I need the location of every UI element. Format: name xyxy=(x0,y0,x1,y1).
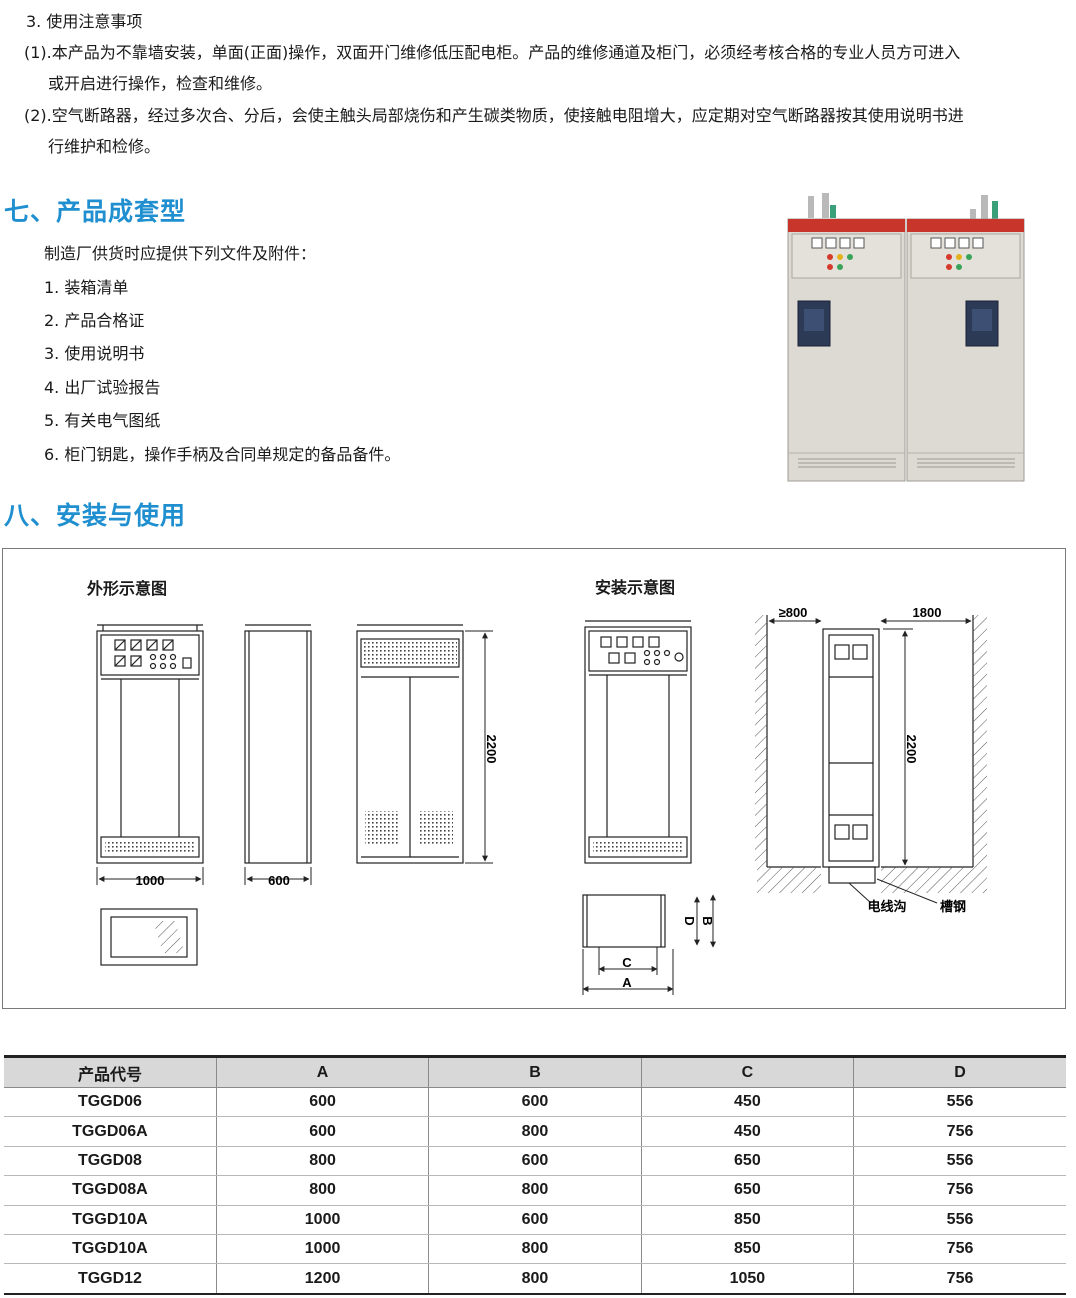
note-1-line-1: (1).本产品为不靠墙安装，单面(正面)操作，双面开门维修低压配电柜。产品的维修… xyxy=(24,43,961,62)
list-item: 4. 出厂试验报告 xyxy=(44,378,161,397)
list-item: 3. 使用说明书 xyxy=(44,344,145,363)
cell-d: 756 xyxy=(853,1116,1066,1147)
cell-a: 1200 xyxy=(215,1263,430,1295)
note-2-line-1: (2).空气断路器，经过多次合、分后，会使主触头局部烧伤和产生碳类物质，使接触电… xyxy=(24,106,964,125)
cell-c: 850 xyxy=(640,1205,855,1235)
note-2-line-2: 行维护和检修。 xyxy=(48,137,161,156)
list-item: 1. 装箱清单 xyxy=(44,278,129,297)
cell-d: 556 xyxy=(853,1205,1066,1235)
cell-model: TGGD06 xyxy=(4,1087,217,1118)
cell-model: TGGD06A xyxy=(4,1116,217,1147)
col-header-c: C xyxy=(640,1055,855,1088)
cell-d: 756 xyxy=(853,1263,1066,1295)
cell-d: 756 xyxy=(853,1175,1066,1206)
dim-rear-clear: 1800 xyxy=(913,605,942,620)
dim-width: 1000 xyxy=(136,873,165,888)
install-caption: 安装示意图 xyxy=(595,578,676,597)
table-row: TGGD06 600 600 450 556 xyxy=(4,1087,1066,1118)
cell-c: 650 xyxy=(640,1175,855,1206)
cell-model: TGGD08A xyxy=(4,1175,217,1206)
cell-b: 600 xyxy=(428,1087,642,1118)
section-7-intro: 制造厂供货时应提供下列文件及附件： xyxy=(44,244,317,263)
cell-d: 556 xyxy=(853,1146,1066,1177)
notes-title: 3. 使用注意事项 xyxy=(26,12,143,31)
label-a: A xyxy=(622,975,632,990)
table-row: TGGD12 1200 800 1050 756 xyxy=(4,1263,1066,1295)
cell-a: 800 xyxy=(215,1146,430,1177)
cell-b: 800 xyxy=(428,1175,642,1206)
table-row: TGGD08A 800 800 650 756 xyxy=(4,1175,1066,1206)
table-row: TGGD10A 1000 800 850 756 xyxy=(4,1234,1066,1265)
cell-b: 600 xyxy=(428,1146,642,1177)
spec-table: 产品代号 A B C D TGGD06 600 600 450 556 TGGD… xyxy=(4,1055,1066,1295)
col-header-d: D xyxy=(853,1055,1066,1088)
cell-a: 800 xyxy=(215,1175,430,1206)
note-1-line-2: 或开启进行操作，检查和维修。 xyxy=(48,74,273,93)
cable-trench-label: 电线沟 xyxy=(867,899,906,914)
cell-c: 1050 xyxy=(640,1263,855,1295)
cell-c: 450 xyxy=(640,1087,855,1118)
cell-a: 1000 xyxy=(215,1234,430,1265)
table-header-row: 产品代号 A B C D xyxy=(4,1055,1066,1088)
dim-front-clear: ≥800 xyxy=(779,605,808,620)
product-photo xyxy=(786,191,1028,485)
cell-b: 800 xyxy=(428,1116,642,1147)
cell-d: 556 xyxy=(853,1087,1066,1118)
table-row: TGGD06A 600 800 450 756 xyxy=(4,1116,1066,1147)
list-item: 5. 有关电气图纸 xyxy=(44,411,161,430)
cell-d: 756 xyxy=(853,1234,1066,1265)
dim-height: 2200 xyxy=(484,735,499,764)
channel-steel-label: 槽钢 xyxy=(940,899,966,914)
cell-model: TGGD12 xyxy=(4,1263,217,1295)
cell-model: TGGD08 xyxy=(4,1146,217,1177)
label-b: B xyxy=(700,916,715,925)
cell-b: 800 xyxy=(428,1234,642,1265)
cell-b: 800 xyxy=(428,1263,642,1295)
section-7-heading: 七、产品成套型 xyxy=(4,197,187,226)
cell-a: 600 xyxy=(215,1116,430,1147)
installation-drawing: 外形示意图 安装示意图 xyxy=(2,548,1066,1009)
dim-height-install: 2200 xyxy=(904,735,919,764)
table-row: TGGD08 800 600 650 556 xyxy=(4,1146,1066,1177)
list-item: 2. 产品合格证 xyxy=(44,311,145,330)
outline-caption: 外形示意图 xyxy=(87,579,168,598)
cell-a: 1000 xyxy=(215,1205,430,1235)
cell-b: 600 xyxy=(428,1205,642,1235)
cell-a: 600 xyxy=(215,1087,430,1118)
label-d: D xyxy=(682,916,697,925)
label-c: C xyxy=(622,955,632,970)
section-8-heading: 八、安装与使用 xyxy=(4,501,187,530)
list-item: 6. 柜门钥匙，操作手柄及合同单规定的备品备件。 xyxy=(44,445,401,464)
cell-c: 850 xyxy=(640,1234,855,1265)
col-header-a: A xyxy=(215,1055,430,1088)
cell-model: TGGD10A xyxy=(4,1205,217,1235)
dimension-drawing: 1000 600 2200 C A D B ≥800 1800 2200 电线沟… xyxy=(96,605,987,995)
cell-c: 650 xyxy=(640,1146,855,1177)
col-header-b: B xyxy=(428,1055,642,1088)
cell-c: 450 xyxy=(640,1116,855,1147)
cell-model: TGGD10A xyxy=(4,1234,217,1265)
col-header-model: 产品代号 xyxy=(4,1055,217,1088)
dim-depth: 600 xyxy=(268,873,290,888)
table-row: TGGD10A 1000 600 850 556 xyxy=(4,1205,1066,1235)
